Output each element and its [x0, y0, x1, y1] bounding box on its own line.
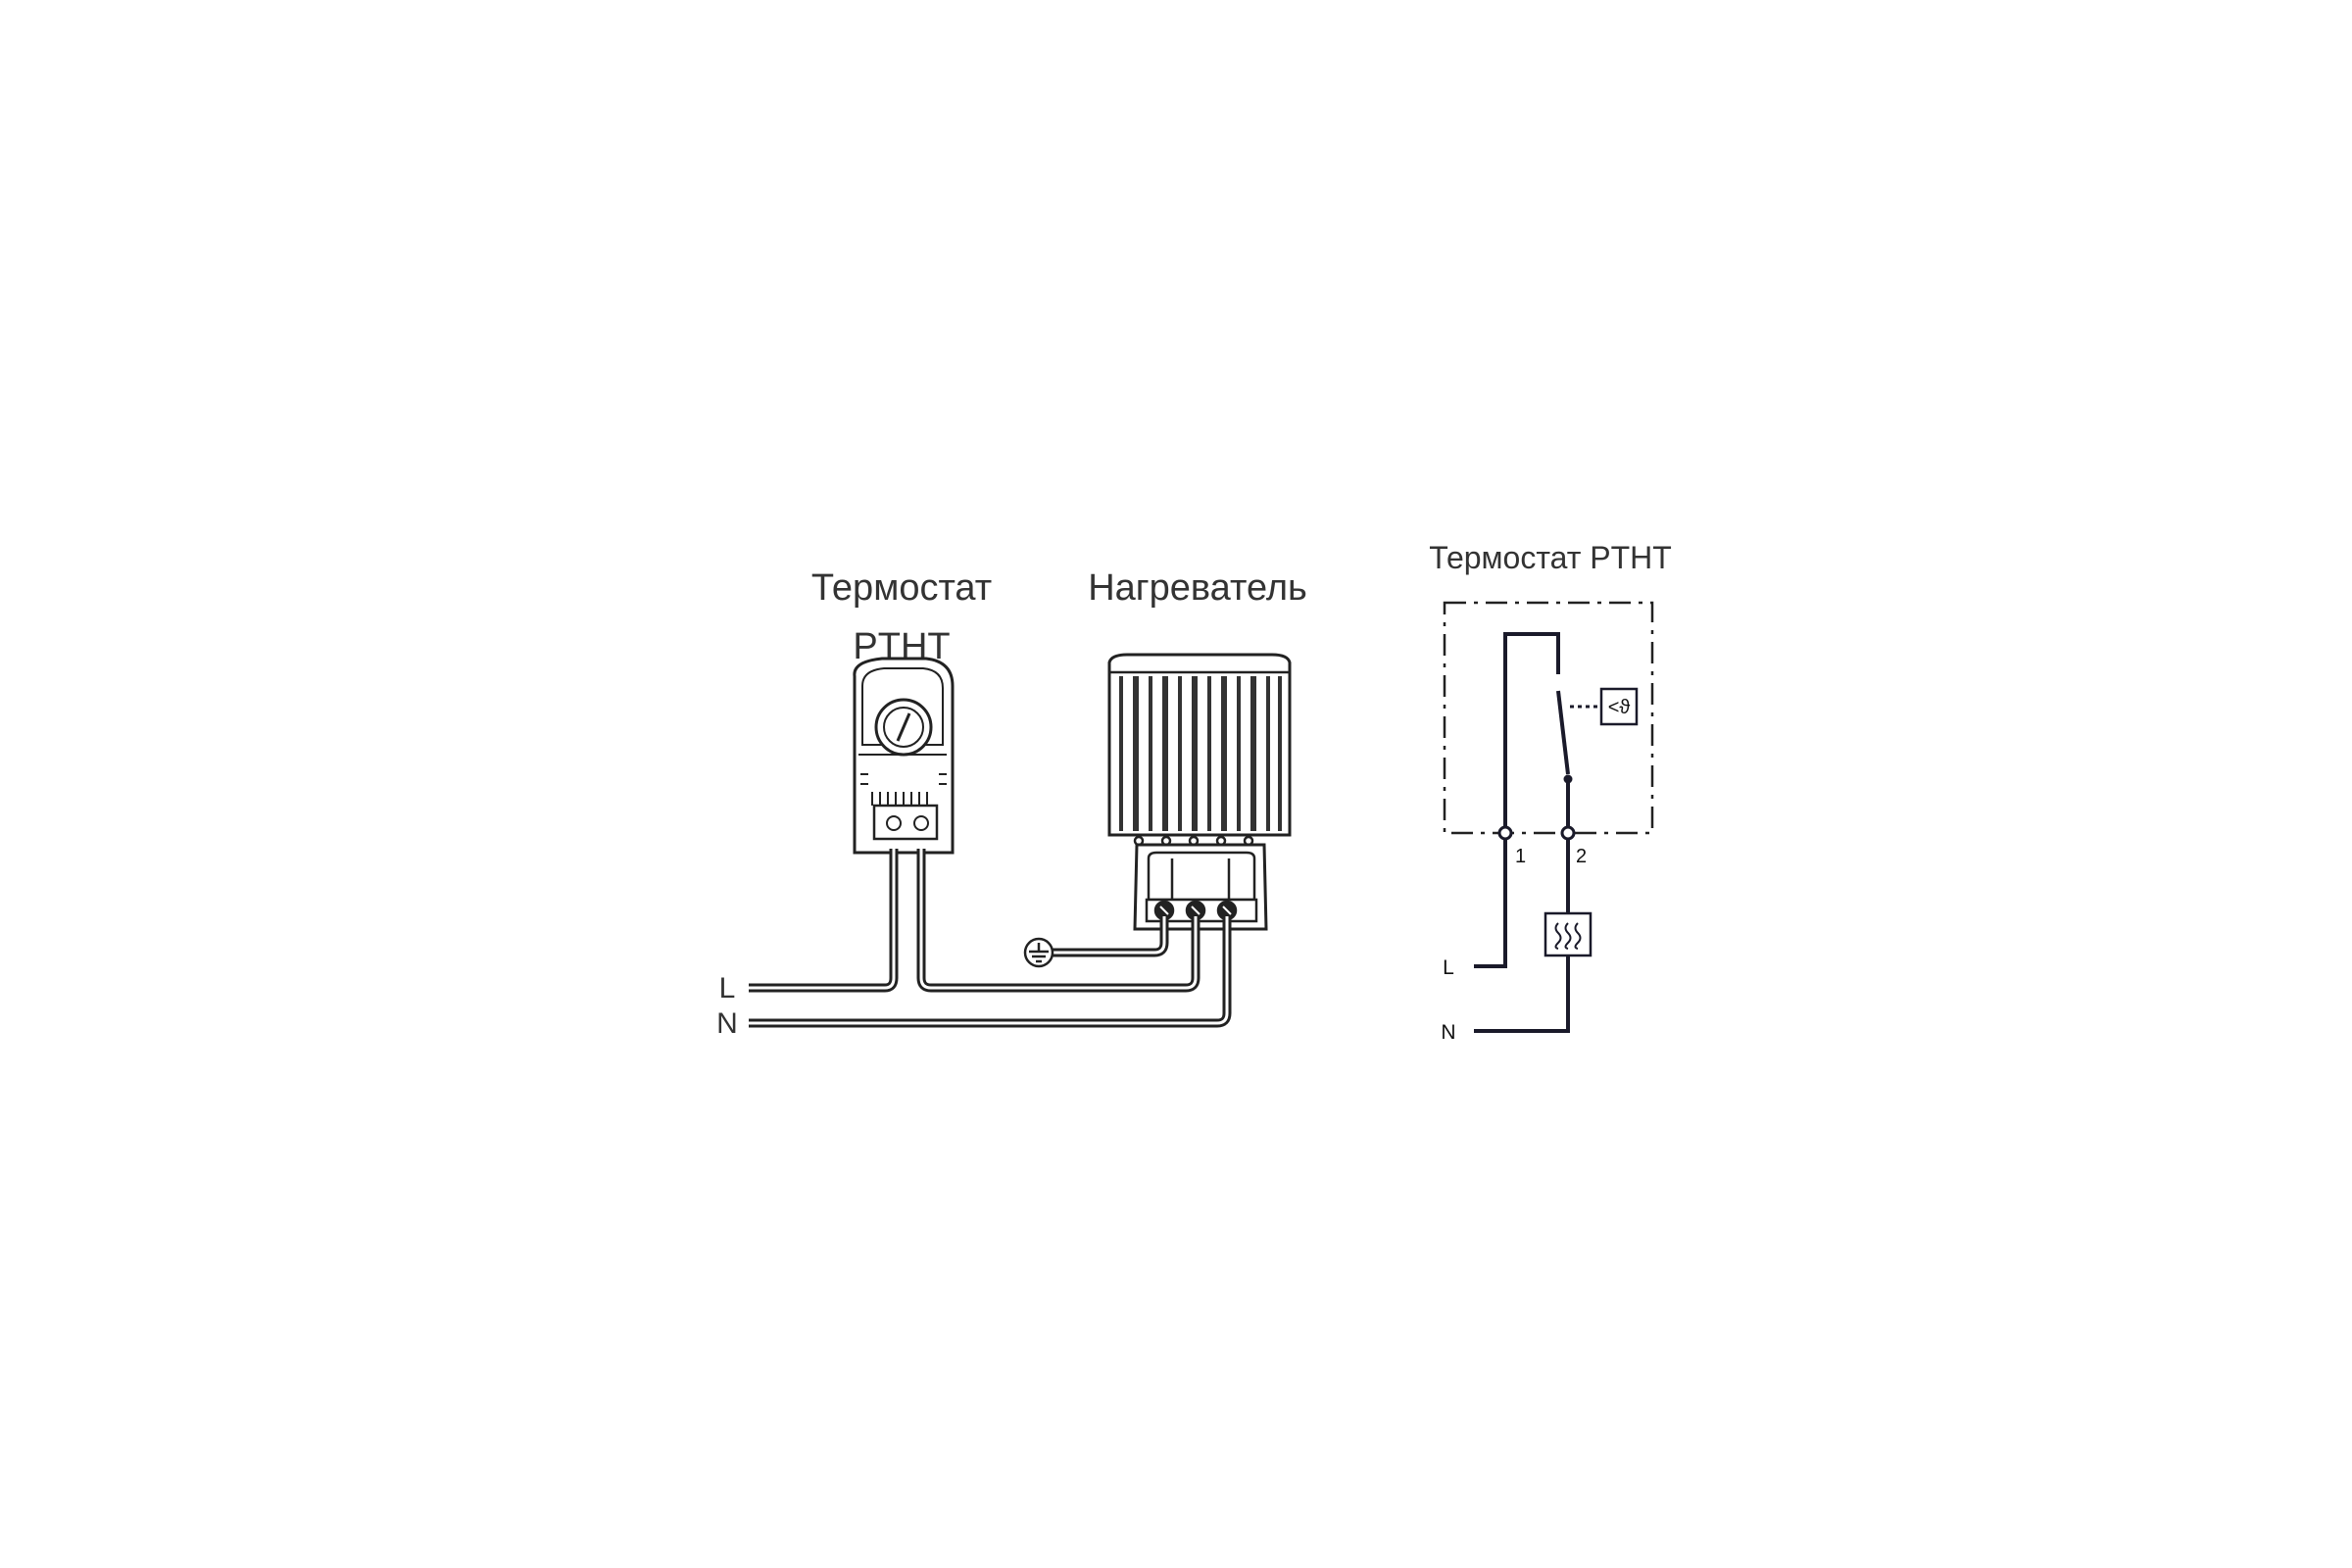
switch-contact: [1563, 774, 1573, 784]
heater-device-icon: [1107, 653, 1292, 931]
terminal-1: [1497, 825, 1513, 841]
thermostat-enclosure: [1443, 601, 1654, 835]
schematic-title: Термостат PTHT: [1429, 540, 1672, 575]
wiring-line-label: L: [719, 972, 736, 1004]
terminal-2: [1560, 825, 1576, 841]
terminal-1-label: 1: [1515, 846, 1526, 867]
terminal-2-label: 2: [1576, 846, 1587, 867]
heating-element-icon: [1544, 911, 1592, 957]
wiring-cables: [749, 849, 1232, 1028]
schematic-line-label: L: [1443, 956, 1454, 979]
schematic-neutral-label: N: [1441, 1021, 1455, 1044]
schematic-circuit: [1474, 632, 1601, 1033]
thermostat-device-icon: [853, 657, 955, 855]
ground-wire: [1053, 916, 1169, 957]
sensor-symbol: <ϑ: [1608, 697, 1631, 718]
wiring-illustration: Термостат PTHT Нагреватель: [716, 567, 1307, 1040]
neutral-wire: [749, 916, 1232, 1028]
line-wire: [749, 849, 899, 993]
ground-icon: [1023, 937, 1054, 968]
thermostat-to-heater-wire: [916, 849, 1200, 993]
schematic-diagram: Термостат PTHT 1 2 <ϑ: [1429, 540, 1672, 1044]
heater-title: Нагреватель: [1088, 567, 1307, 609]
temperature-sensor-icon: <ϑ: [1599, 687, 1639, 726]
thermostat-title-line1: Термостат: [811, 567, 992, 609]
wiring-neutral-label: N: [716, 1007, 738, 1040]
